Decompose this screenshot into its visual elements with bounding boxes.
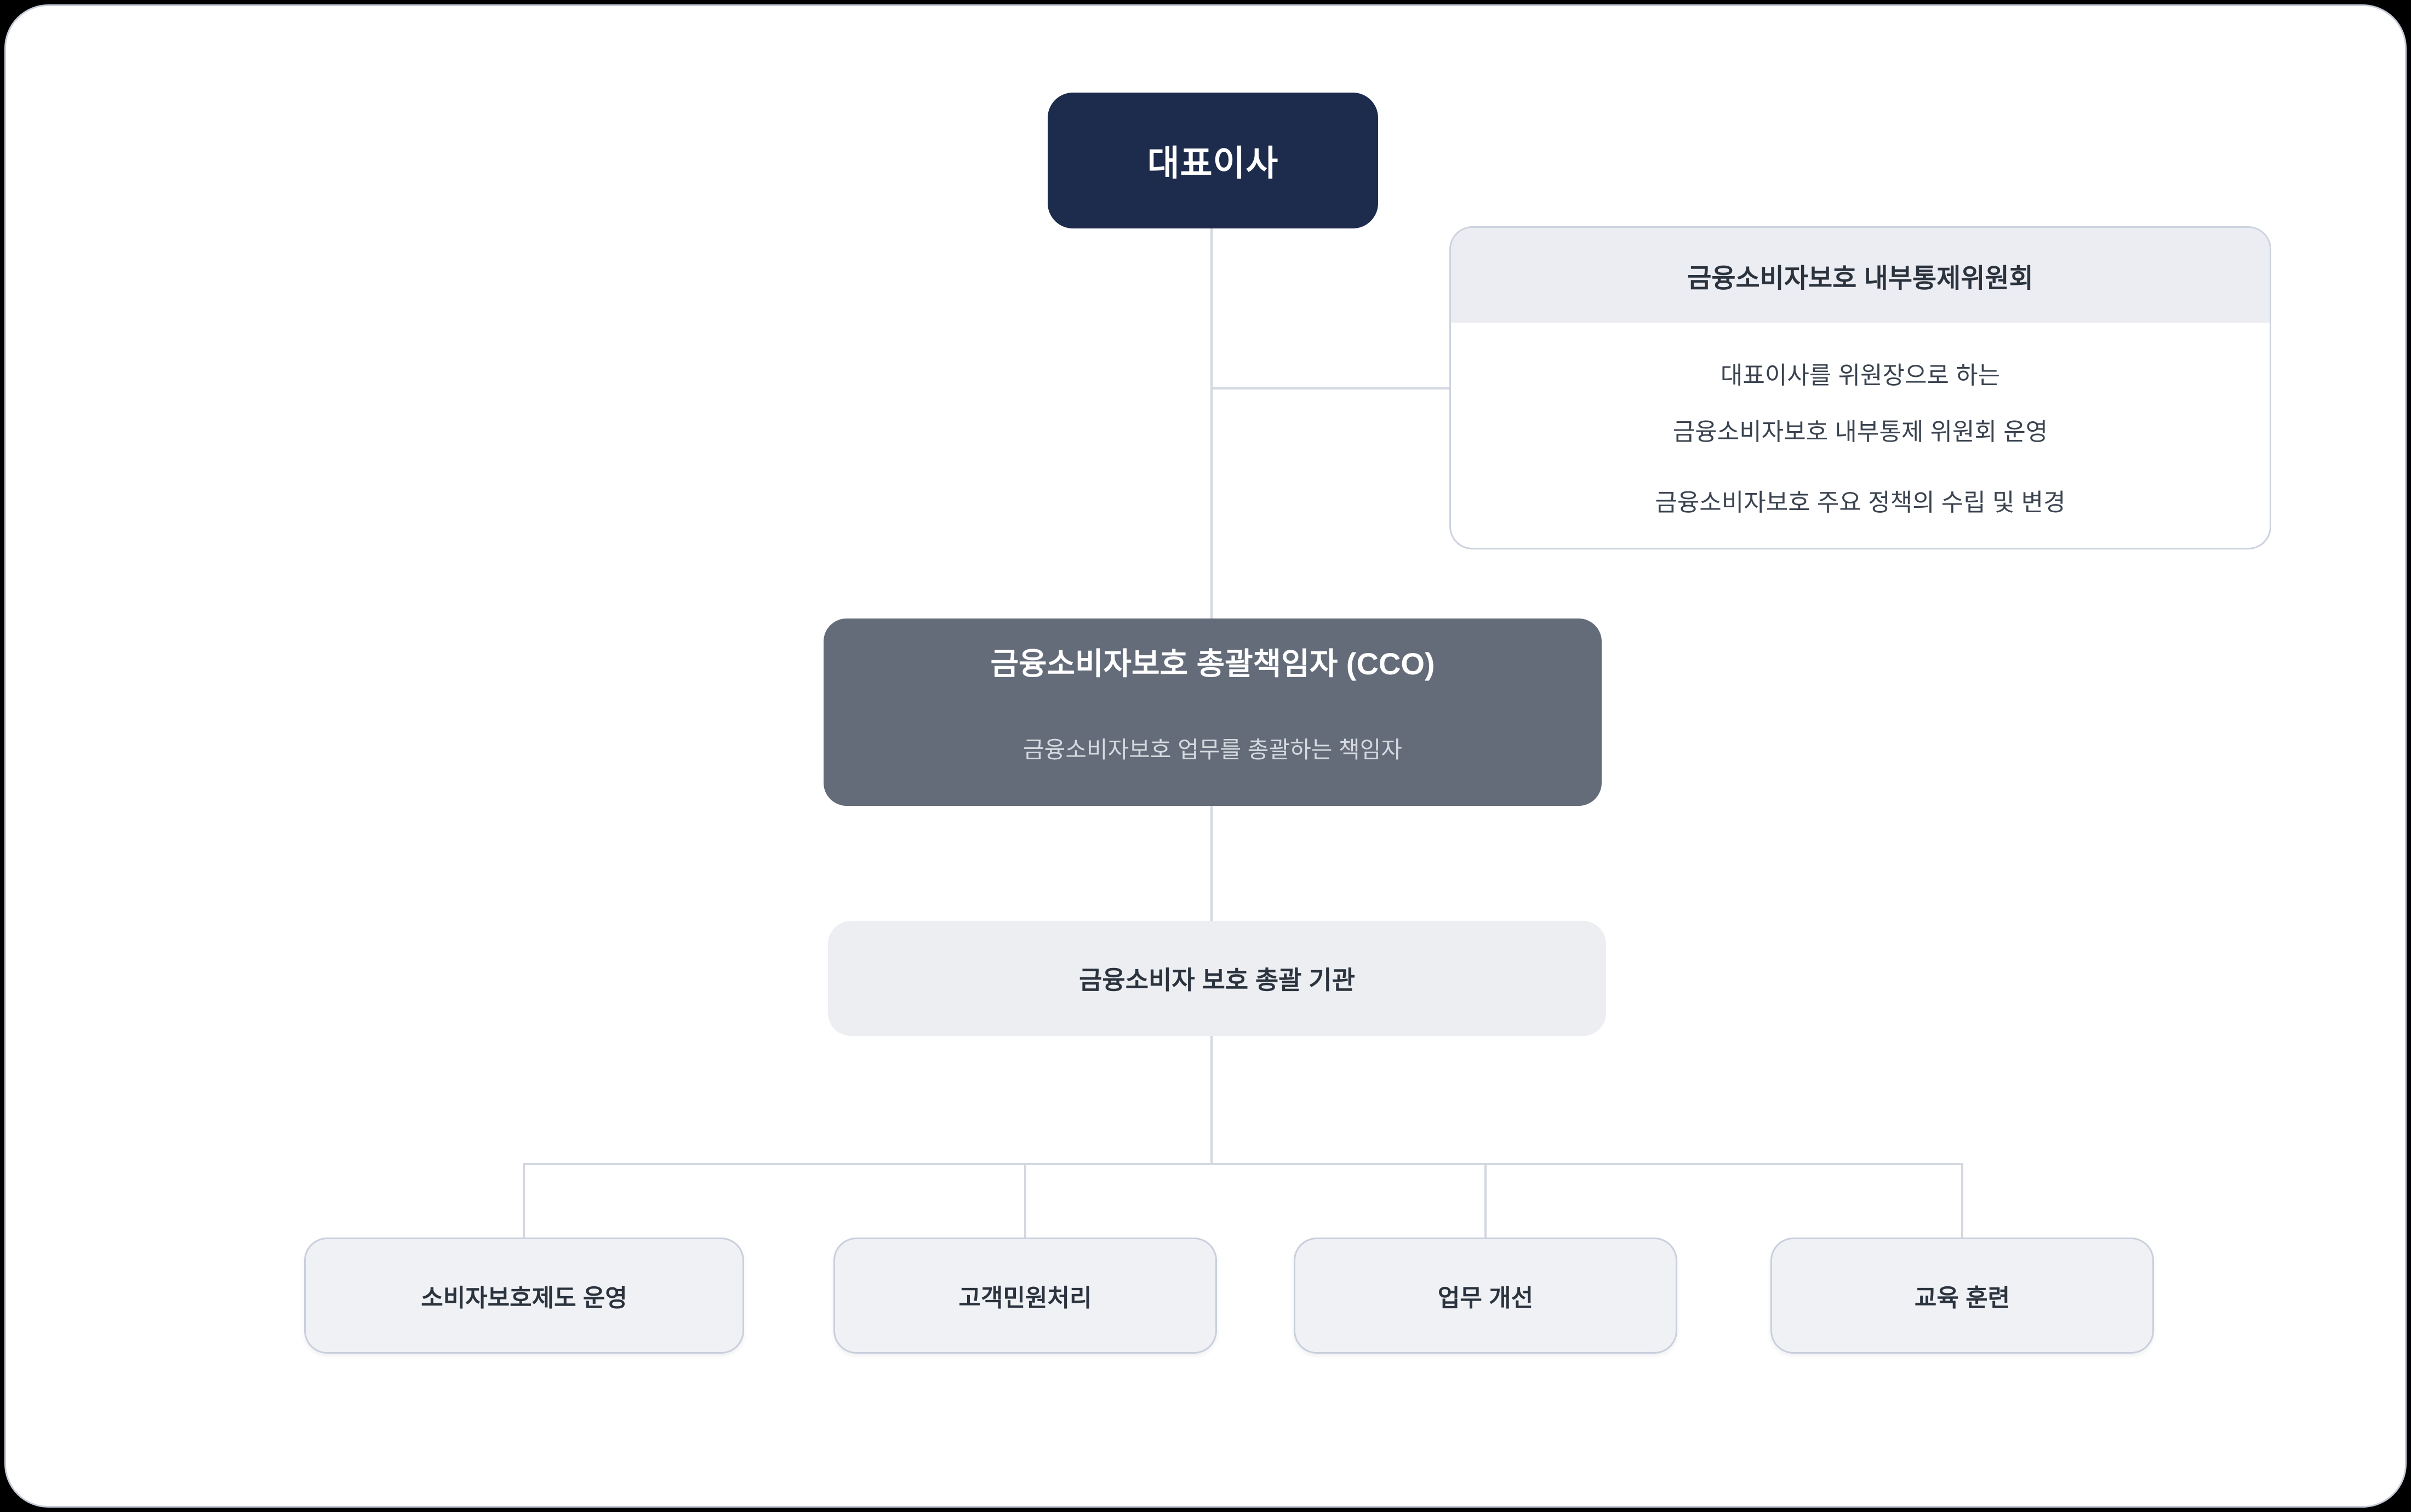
node-cco-title: 금융소비자보호 총괄책임자 (CCO)	[990, 646, 1435, 681]
node-cco-subtitle: 금융소비자보호 업무를 총괄하는 책임자	[1023, 737, 1402, 763]
node-cco: 금융소비자보호 총괄책임자 (CCO) 금융소비자보호 업무를 총괄하는 책임자	[824, 618, 1602, 806]
connector-branch-to-committee	[1212, 387, 1449, 390]
connector-drop-child-2	[1024, 1163, 1026, 1238]
connector-cco-to-org	[1210, 806, 1213, 921]
connector-children-rail	[524, 1163, 1963, 1165]
node-committee-line-2: 금융소비자보호 내부통제 위원회 운영	[1672, 419, 2048, 445]
node-ceo-label: 대표이사	[1147, 144, 1279, 183]
node-committee: 금융소비자보호 내부통제위원회 대표이사를 위원장으로 하는 금융소비자보호 내…	[1449, 226, 2271, 549]
node-child-label: 교육 훈련	[1914, 1285, 2010, 1311]
connector-drop-child-1	[523, 1163, 525, 1238]
node-child-customer-complaints: 고객민원처리	[833, 1238, 1217, 1354]
connector-ceo-to-cco	[1210, 228, 1213, 618]
node-committee-title: 금융소비자보호 내부통제위원회	[1687, 264, 2033, 293]
node-child-consumer-protection-system: 소비자보호제도 운영	[304, 1238, 744, 1354]
node-child-label: 소비자보호제도 운영	[421, 1285, 627, 1311]
node-committee-line-3: 금융소비자보호 주요 정책의 수립 및 변경	[1655, 489, 2066, 516]
node-child-label: 고객민원처리	[958, 1285, 1092, 1311]
chart-canvas: 대표이사 금융소비자보호 내부통제위원회 대표이사를 위원장으로 하는 금융소비…	[4, 4, 2407, 1508]
node-child-work-improvement: 업무 개선	[1294, 1238, 1677, 1354]
connector-drop-child-3	[1484, 1163, 1487, 1238]
connector-drop-child-4	[1961, 1163, 1963, 1238]
node-committee-header: 금융소비자보호 내부통제위원회	[1451, 228, 2270, 323]
node-ceo: 대표이사	[1048, 93, 1378, 228]
node-committee-line-1: 대표이사를 위원장으로 하는	[1720, 362, 2001, 389]
node-child-label: 업무 개선	[1437, 1285, 1534, 1311]
connector-org-to-rail	[1210, 1036, 1213, 1164]
node-child-education-training: 교육 훈련	[1770, 1238, 2154, 1354]
node-org-unit: 금융소비자 보호 총괄 기관	[828, 921, 1606, 1036]
node-org-unit-label: 금융소비자 보호 총괄 기관	[1079, 966, 1355, 994]
